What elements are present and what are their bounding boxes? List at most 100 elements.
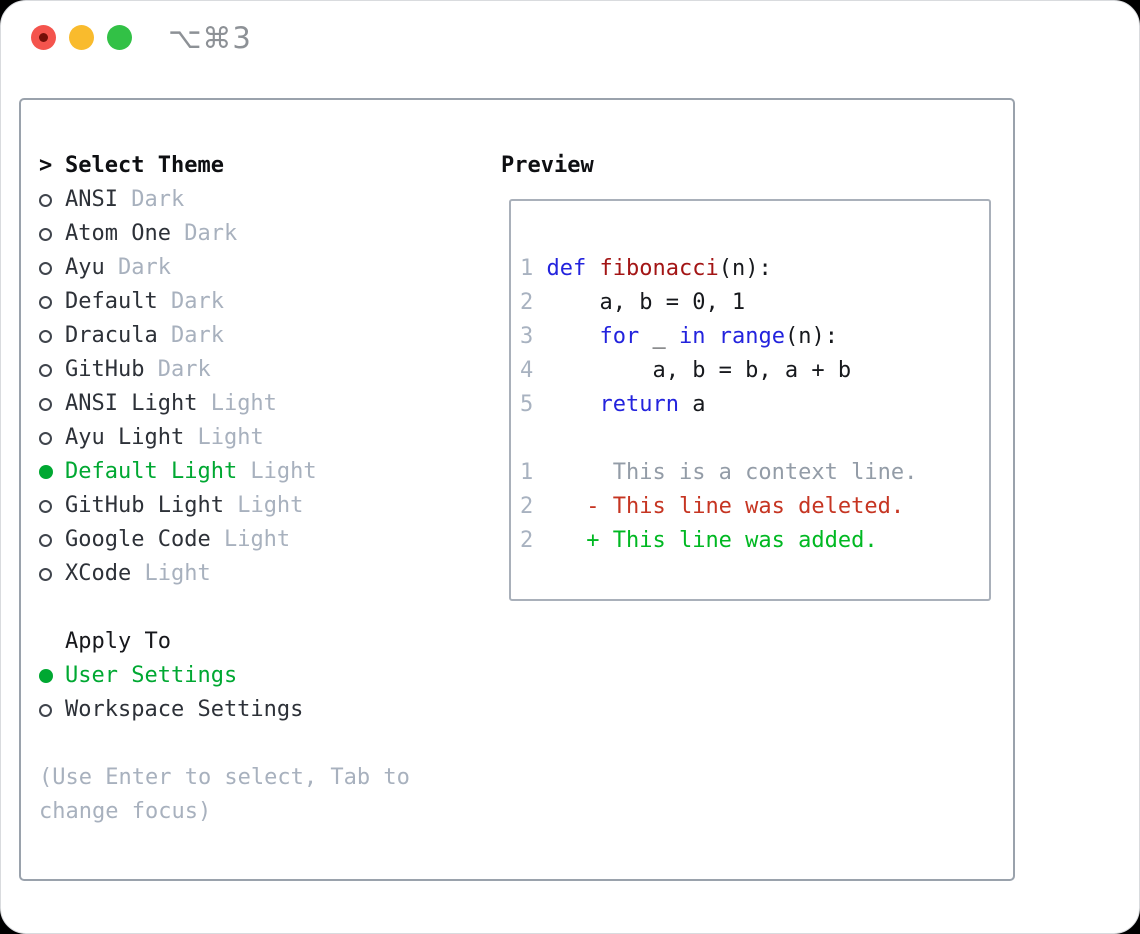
preview-line	[520, 422, 989, 456]
radio-indent	[39, 329, 65, 343]
theme-variant: Light	[131, 561, 211, 586]
preview-title: Preview	[501, 153, 594, 178]
code-segment-pl	[547, 324, 600, 349]
spacer-row	[39, 591, 410, 625]
code-segment-pl: (n):	[784, 324, 838, 349]
apply-to-title: Apply To	[65, 629, 171, 654]
theme-option-atom-one[interactable]: Atom One Dark	[39, 217, 410, 251]
radio-indent	[39, 567, 65, 581]
code-segment-ln: 3	[520, 324, 547, 349]
radio-icon	[39, 227, 52, 241]
theme-option-github[interactable]: GitHub Dark	[39, 353, 410, 387]
radio-icon	[39, 533, 52, 547]
code-segment-fn: fibonacci	[599, 256, 719, 281]
theme-variant: Light	[223, 493, 304, 518]
code-segment-pl: a	[678, 392, 706, 417]
theme-variant: Light	[210, 527, 291, 552]
radio-indent	[39, 465, 65, 479]
radio-icon	[39, 329, 52, 343]
radio-icon	[39, 397, 52, 411]
preview-line: 2 + This line was added.	[520, 524, 989, 558]
code-segment-pl: a, b = b, a + b	[546, 358, 852, 383]
unsaved-dot-icon	[39, 33, 48, 42]
preview-line: 2 - This line was deleted.	[520, 490, 989, 524]
theme-variant: Light	[184, 425, 264, 450]
minimize-button[interactable]	[69, 25, 94, 50]
theme-option-default[interactable]: Default Dark	[39, 285, 410, 319]
theme-option-ayu-light[interactable]: Ayu Light Light	[39, 421, 410, 455]
code-segment-kw: for	[599, 324, 640, 349]
theme-name: Dracula	[65, 323, 158, 348]
theme-option-xcode[interactable]: XCode Light	[39, 557, 410, 591]
apply-option-user-settings[interactable]: User Settings	[39, 659, 410, 693]
preview-line: 5 return a	[520, 388, 989, 422]
theme-option-dracula[interactable]: Dracula Dark	[39, 319, 410, 353]
theme-option-ayu[interactable]: Ayu Dark	[39, 251, 410, 285]
theme-option-github-light[interactable]: GitHub Light Light	[39, 489, 410, 523]
theme-name: Google Code	[65, 527, 211, 552]
theme-name: GitHub	[65, 357, 145, 382]
maximize-button[interactable]	[107, 25, 132, 50]
code-segment-ln: 2	[520, 494, 547, 519]
radio-icon	[39, 499, 52, 513]
close-button[interactable]	[31, 25, 56, 50]
radio-selected-icon	[39, 465, 53, 479]
hint-text: (Use Enter to select, Tab to change focus…	[39, 761, 410, 829]
theme-option-default-light[interactable]: Default Light Light	[39, 455, 410, 489]
code-segment-kw: return	[599, 392, 679, 417]
code-segment-kw: def	[546, 256, 587, 281]
radio-indent	[39, 397, 65, 411]
code-segment-pl: a, b = 0, 1	[546, 290, 746, 315]
window-controls	[31, 25, 132, 50]
preview-line: 3 for _ in range(n):	[520, 320, 989, 354]
code-segment-ln: 1	[520, 256, 547, 281]
code-segment-ln: 5	[520, 392, 547, 417]
theme-variant: Dark	[157, 289, 224, 314]
theme-name: Ayu	[65, 255, 105, 280]
theme-variant: Dark	[157, 323, 224, 348]
preview-line: 1 This is a context line.	[520, 456, 989, 490]
theme-variant: Dark	[144, 357, 211, 382]
radio-indent	[39, 703, 65, 717]
theme-name: Ayu Light	[65, 425, 185, 450]
radio-indent	[39, 669, 65, 683]
theme-list-title: Select Theme	[65, 153, 224, 178]
radio-icon	[39, 703, 52, 717]
preview-line: 4 a, b = b, a + b	[520, 354, 989, 388]
code-segment-pl	[547, 392, 600, 417]
theme-variant: Dark	[117, 187, 185, 212]
theme-option-ansi[interactable]: ANSI Dark	[39, 183, 410, 217]
code-segment-pl: _	[639, 324, 679, 349]
theme-option-ansi-light[interactable]: ANSI Light Light	[39, 387, 410, 421]
preview-line: 1 def fibonacci(n):	[520, 252, 989, 286]
apply-option-workspace-settings[interactable]: Workspace Settings	[39, 693, 410, 727]
preview-line: 2 a, b = 0, 1	[520, 286, 989, 320]
radio-indent	[39, 533, 65, 547]
code-segment-ln: 2	[520, 290, 547, 315]
spacer-row	[39, 727, 410, 761]
code-segment-del: - This line was deleted.	[546, 494, 905, 519]
apply-option-label: User Settings	[65, 663, 238, 688]
hint-line: change focus)	[39, 799, 212, 824]
theme-name: ANSI	[65, 187, 118, 212]
hint-line: (Use Enter to select, Tab to	[39, 765, 410, 790]
theme-variant: Light	[237, 459, 317, 484]
radio-icon	[39, 431, 52, 445]
radio-indent	[39, 363, 65, 377]
radio-indent	[39, 261, 65, 275]
focus-caret-icon: >	[39, 153, 53, 178]
theme-name: GitHub Light	[65, 493, 224, 518]
theme-variant: Light	[197, 391, 277, 416]
theme-name: Default Light	[65, 459, 238, 484]
code-segment-ctx: This is a context line.	[546, 460, 918, 485]
theme-option-google-code[interactable]: Google Code Light	[39, 523, 410, 557]
radio-icon	[39, 295, 52, 309]
radio-indent	[39, 295, 65, 309]
